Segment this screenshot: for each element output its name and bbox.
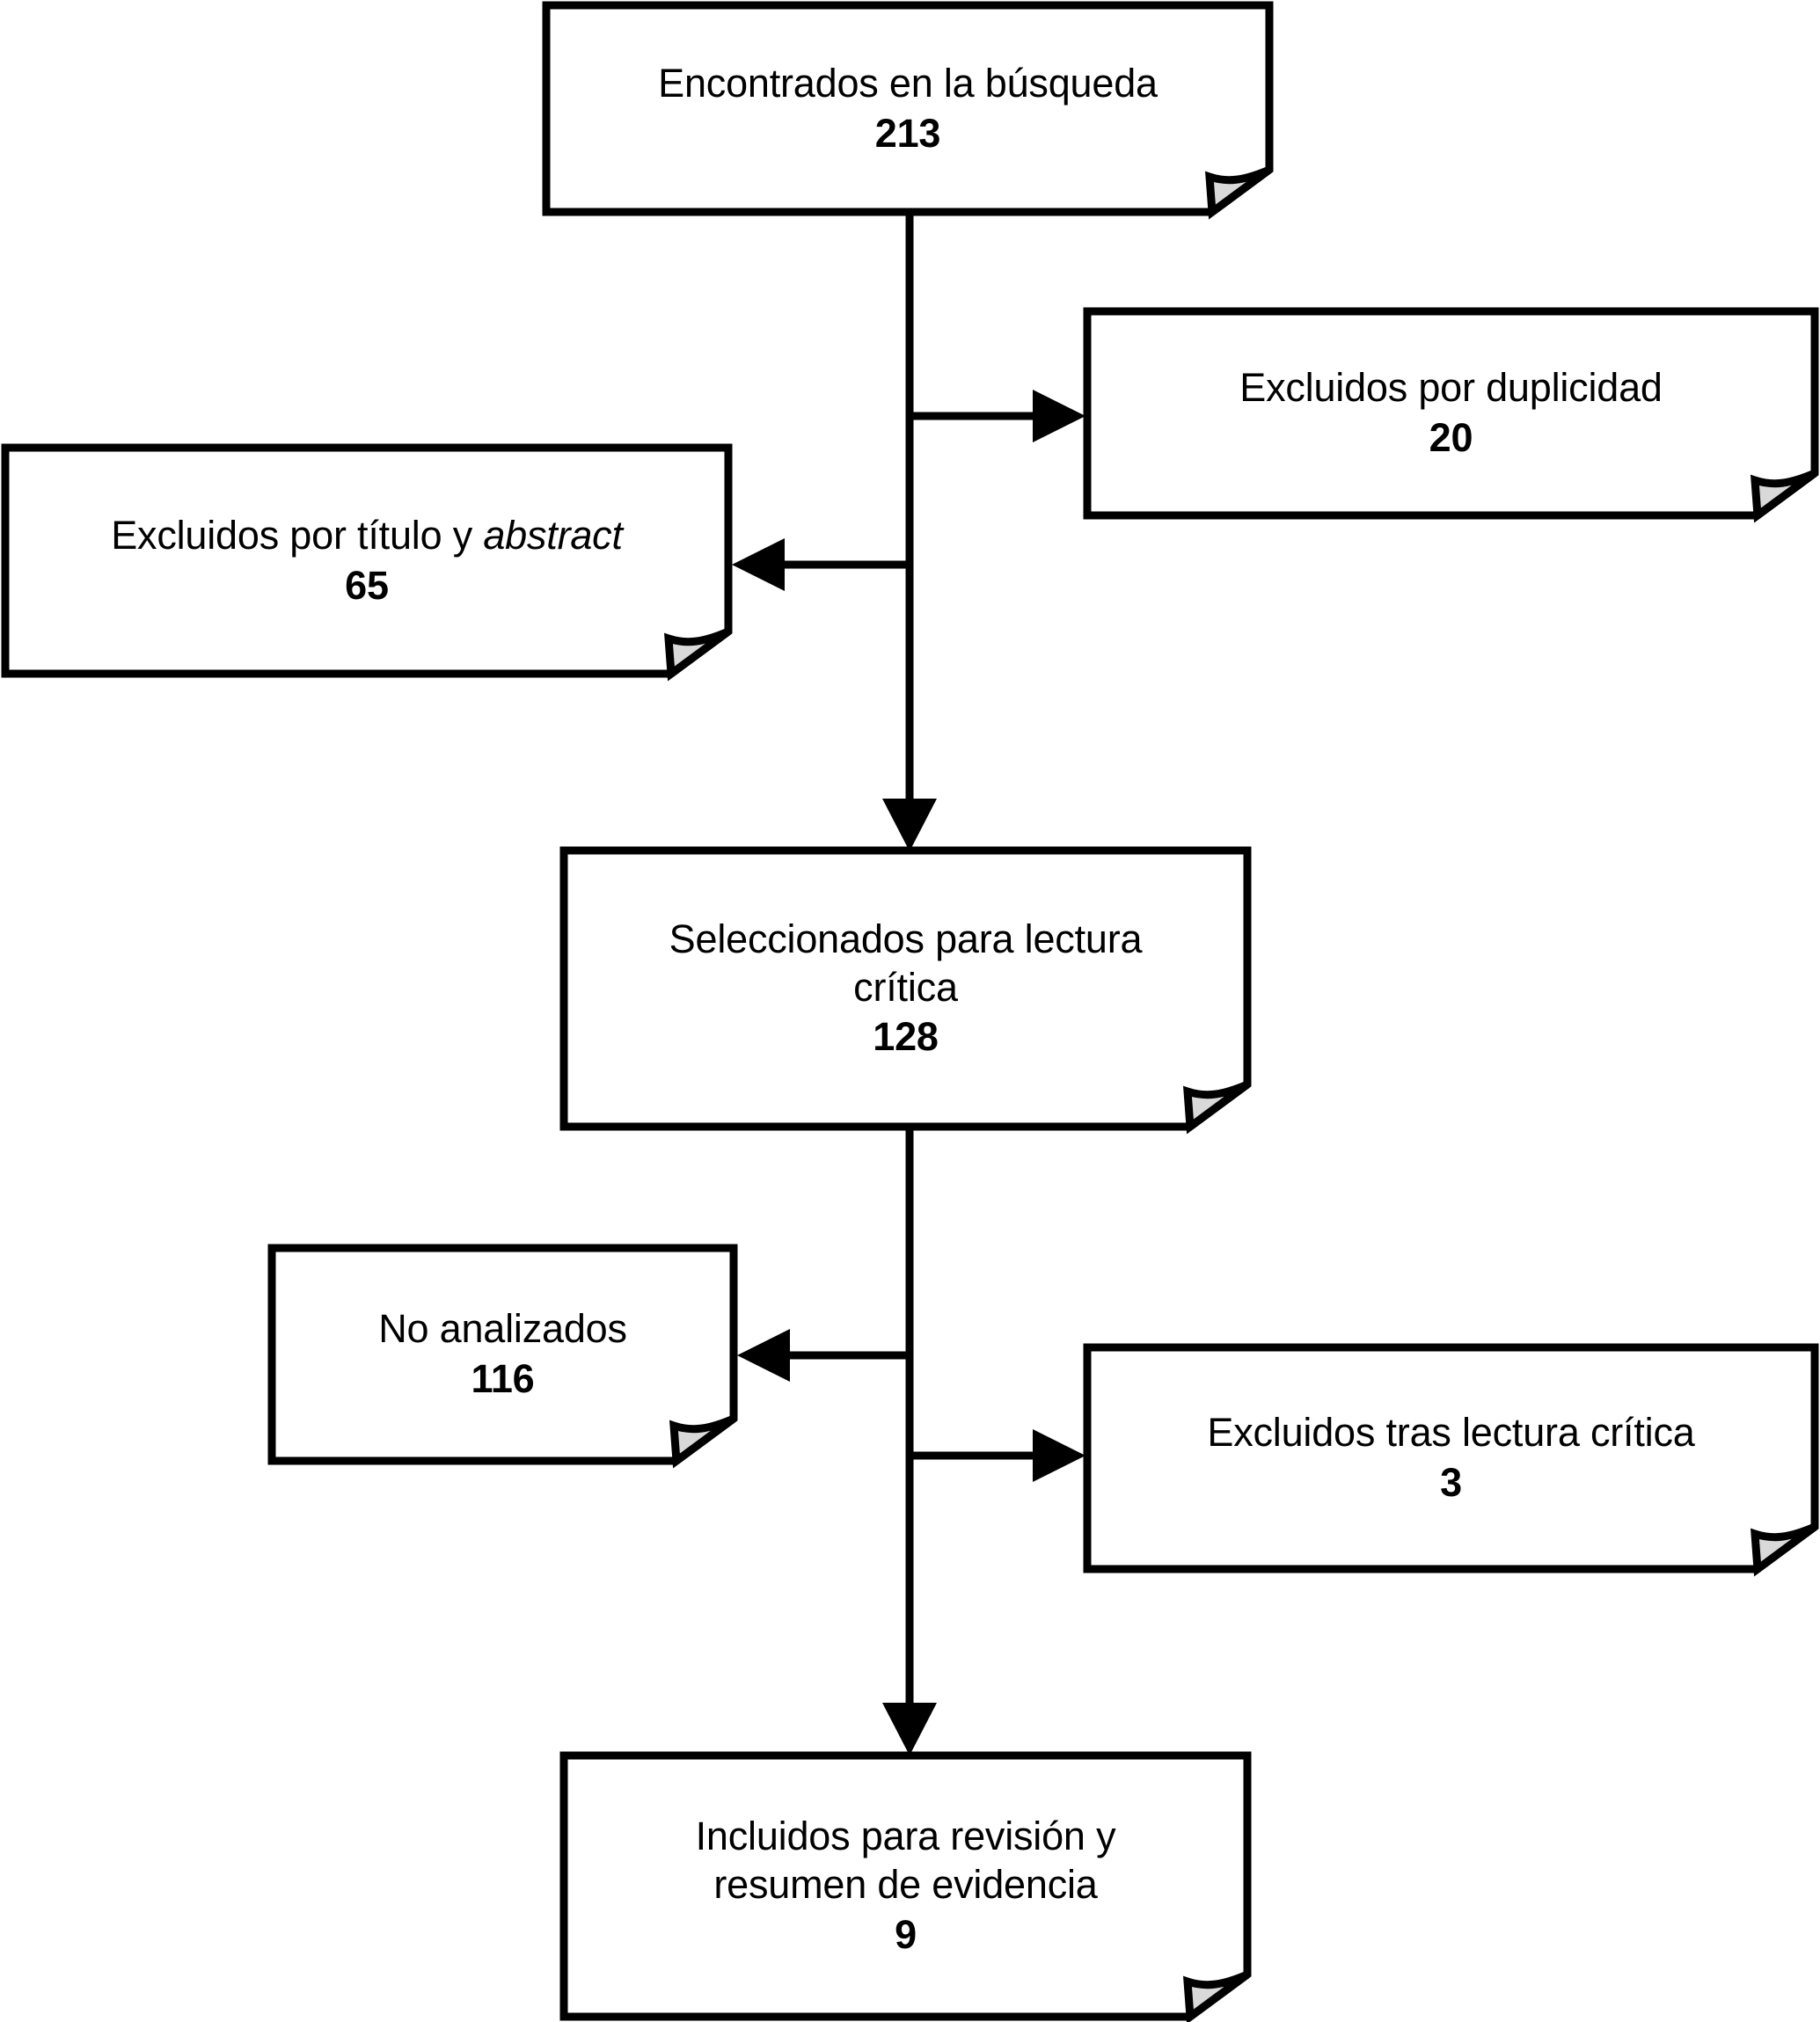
node-duplicidad-fold <box>1751 469 1817 523</box>
arrowhead-right-duplicidad <box>1033 390 1085 442</box>
node-incluidos-fold <box>1183 1970 1250 2022</box>
node-incluidos-body <box>559 1751 1252 2021</box>
node-duplicidad-body <box>1083 307 1819 520</box>
node-titulo-abstract-fold <box>664 627 731 682</box>
node-duplicidad[interactable] <box>1083 307 1819 523</box>
node-seleccionados[interactable] <box>559 846 1252 1135</box>
node-excluidos-lectura-fold <box>1751 1522 1817 1577</box>
arrowhead-left-no-analizados <box>737 1329 790 1382</box>
arrowhead-down-incluidos <box>882 1703 937 1756</box>
node-no-analizados-fold <box>669 1414 736 1469</box>
node-no-analizados[interactable] <box>267 1244 738 1469</box>
node-seleccionados-body <box>559 846 1252 1131</box>
node-no-analizados-body <box>267 1244 738 1465</box>
arrowhead-left-titulo-abstract <box>732 538 785 591</box>
arrowhead-right-excluidos-lectura <box>1033 1429 1085 1482</box>
arrowheads <box>732 390 1085 1756</box>
connectors <box>755 215 1063 1733</box>
node-excluidos-lectura[interactable] <box>1083 1343 1819 1577</box>
node-titulo-abstract[interactable] <box>1 443 733 682</box>
node-encontrados[interactable] <box>542 1 1274 220</box>
node-titulo-abstract-body <box>1 443 733 678</box>
node-incluidos[interactable] <box>559 1751 1252 2022</box>
node-encontrados-fold <box>1205 165 1272 220</box>
node-seleccionados-fold <box>1183 1080 1250 1135</box>
node-excluidos-lectura-body <box>1083 1343 1819 1573</box>
node-encontrados-body <box>542 1 1274 216</box>
arrowhead-down-seleccionados <box>882 799 937 851</box>
